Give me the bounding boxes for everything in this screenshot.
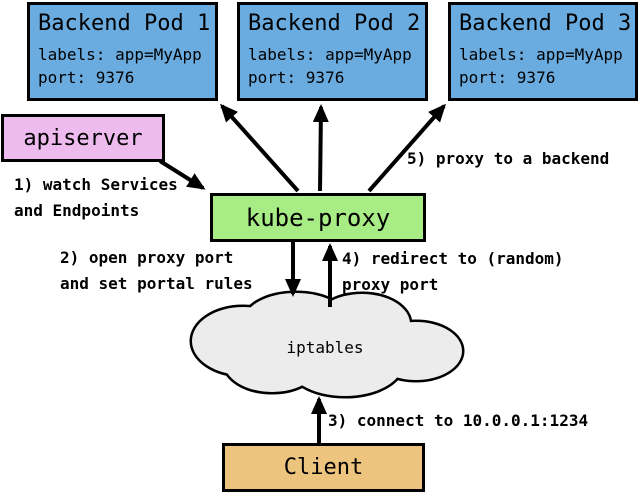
arrow-kube-proxy-to-pod-1	[220, 103, 300, 193]
kube-proxy-box: kube-proxy	[210, 193, 426, 242]
backend-pod-1-box: Backend Pod 1 labels: app=MyApp port: 93…	[27, 2, 218, 101]
backend-pod-3-box: Backend Pod 3 labels: app=MyApp port: 93…	[448, 2, 638, 101]
step-3-connect-label: 3) connect to 10.0.0.1:1234	[328, 411, 589, 430]
iptables-label: iptables	[286, 338, 364, 357]
client-label: Client	[283, 455, 364, 480]
client-box: Client	[222, 443, 425, 492]
pod-labels-line: labels: app=MyApp	[248, 45, 412, 64]
pod-port-line: port: 9376	[459, 68, 556, 87]
arrow-apiserver-to-kube-proxy	[158, 159, 206, 190]
pod-port-line: port: 9376	[38, 68, 135, 87]
kube-proxy-label: kube-proxy	[245, 203, 391, 232]
pod-title: Backend Pod 2	[248, 11, 421, 36]
apiserver-label: apiserver	[23, 125, 143, 151]
step-4-redirect-label: 4) redirect to (random) proxy port	[342, 249, 564, 294]
pod-labels-line: labels: app=MyApp	[459, 45, 623, 64]
pod-title: Backend Pod 1	[38, 11, 211, 36]
arrow-kube-proxy-to-pod-3	[367, 103, 446, 193]
step-2-open-proxy-port-label: 2) open proxy port and set portal rules	[60, 248, 253, 293]
pod-labels-line: labels: app=MyApp	[38, 45, 202, 64]
backend-pod-2-box: Backend Pod 2 labels: app=MyApp port: 93…	[237, 2, 428, 101]
apiserver-box: apiserver	[1, 114, 165, 162]
pod-title: Backend Pod 3	[459, 11, 632, 36]
arrow-kube-proxy-to-pod-2	[312, 104, 329, 192]
step-5-proxy-to-backend-label: 5) proxy to a backend	[407, 149, 610, 168]
step-1-watch-services-label: 1) watch Services and Endpoints	[14, 175, 178, 220]
iptables-cloud	[189, 290, 465, 399]
pod-port-line: port: 9376	[248, 68, 345, 87]
